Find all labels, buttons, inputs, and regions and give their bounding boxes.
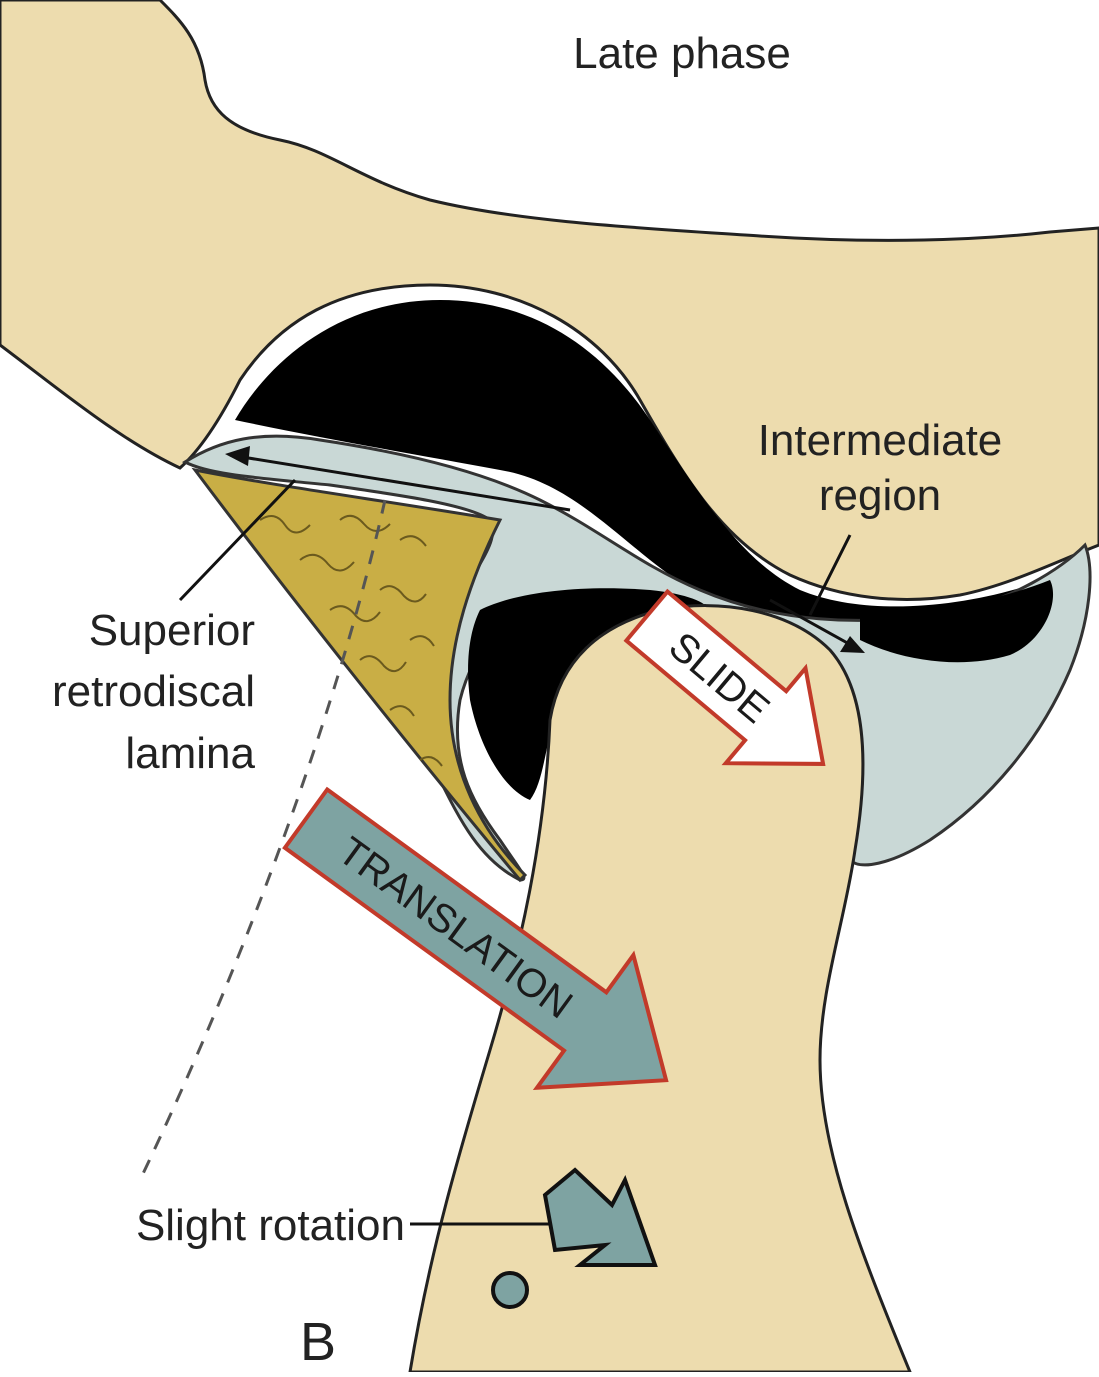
label-slight-rotation: Slight rotation — [136, 1201, 405, 1250]
label-intermediate-region-line2: region — [819, 471, 941, 520]
rotation-center-dot — [493, 1273, 527, 1307]
label-retrodiscal-line1: Superior — [89, 606, 255, 655]
diagram-title: Late phase — [573, 29, 791, 78]
label-retrodiscal-line3: lamina — [125, 729, 255, 778]
label-retrodiscal-line2: retrodiscal — [52, 667, 255, 716]
panel-letter: B — [300, 1312, 336, 1372]
label-intermediate-region-line1: Intermediate — [758, 416, 1003, 465]
